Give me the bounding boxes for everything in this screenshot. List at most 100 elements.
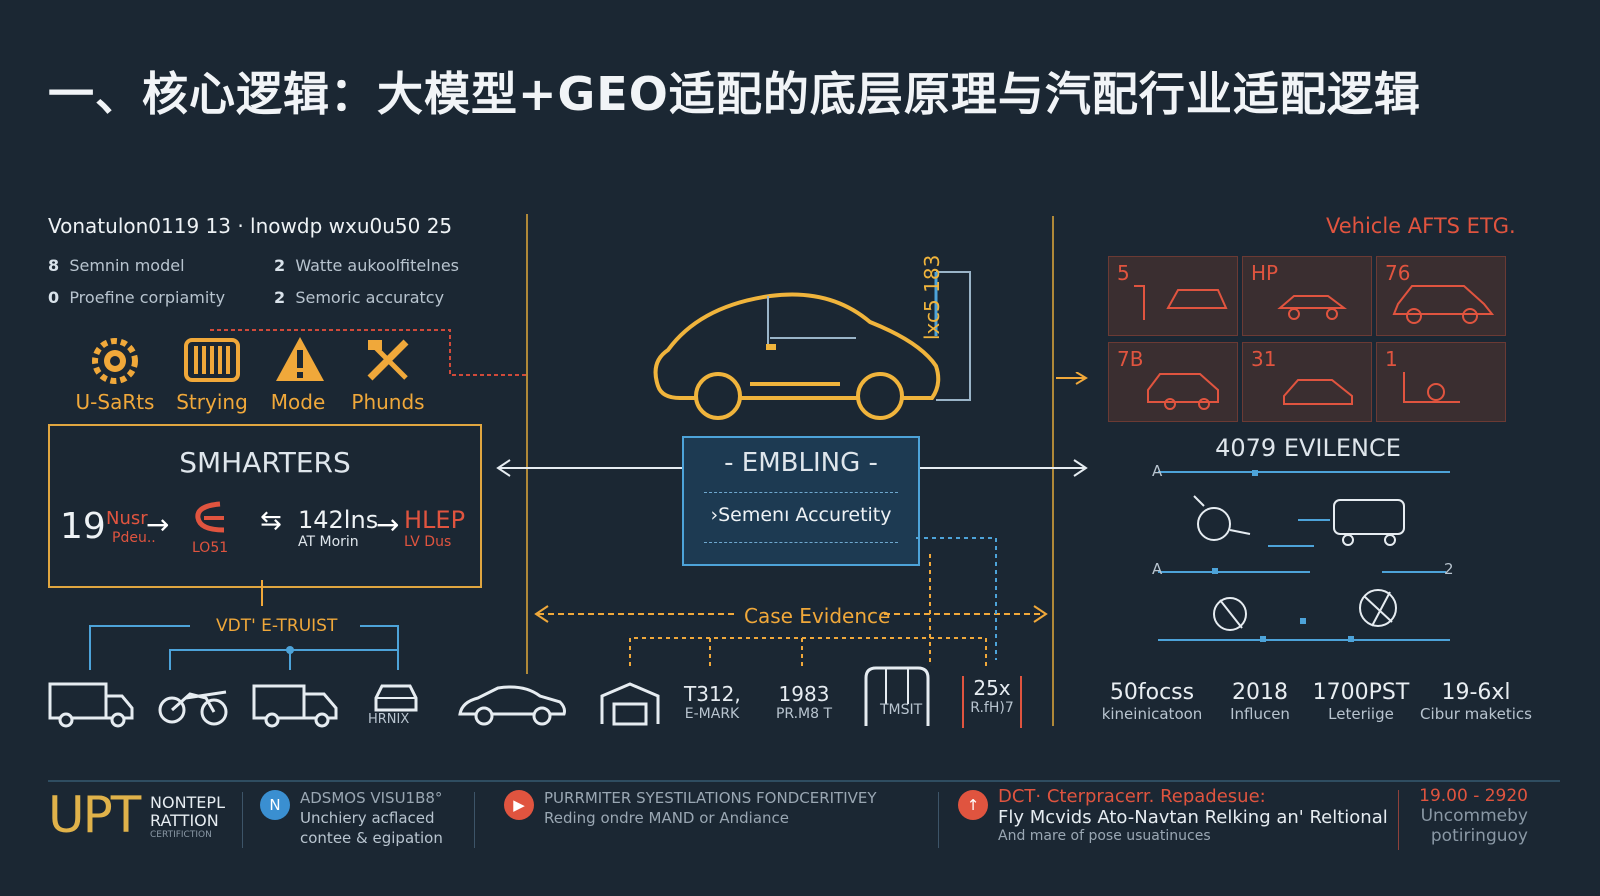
item-text: Proefine corpiamity [69,288,226,307]
flow-small-1: HLEP [404,506,466,534]
grid-cell-6: 1 [1376,342,1506,422]
case-evidence-label: Case Evidence [744,604,891,628]
divider-left [526,214,528,674]
stat-num: 19-6xl [1441,680,1511,705]
info-icon: N [260,790,290,820]
flow-step-3: 142lns AT Morin [298,506,378,550]
axis-label-2: 2 [1444,560,1454,578]
van-icon [252,684,338,728]
cabinet-label: TMSIT [880,702,923,718]
page-title: 一、核心逻辑：大模型+GEO适配的底层原理与汽配行业适配逻辑 [48,67,1421,121]
flow-small: AT Morin [298,534,359,550]
dash-line [704,542,898,543]
car-outline-icon [653,271,971,420]
grid-cell-num: 5 [1117,261,1130,285]
embedding-subtitle: ›Semenı Accuretity [710,504,892,526]
right-stat-3: 1700PST Leteriige [1306,680,1416,723]
arrows-left-right [496,372,1088,477]
flow-big: 142lns [298,506,379,534]
flow-big: 19 [60,506,106,547]
case-evidence-connectors [534,537,1048,666]
item-text: Semnin model [69,256,185,275]
lost-icon [195,501,225,533]
bottom-stat-4: 25x R.fH)7 [962,676,1022,728]
right-stat-2: 2018 Influcen [1218,680,1302,723]
footer-block-title: ADSMOS VISU1B8° [300,789,443,807]
footer-block-title: DCT· Cterpracerr. Repadesue: [998,786,1266,807]
bottom-stat-2: 1983 PR.M8 T [774,682,834,722]
garage-icon [600,682,660,726]
grid-cell-num: 76 [1385,261,1411,285]
logo-text: NONTEPL RATTION CERTIFICTION [150,794,225,841]
grid-cell-num: 31 [1251,347,1277,371]
logo-line-3: CERTIFICTION [150,830,212,840]
stat-num: 50focss [1109,680,1195,705]
item-text: Semoric accuratcy [295,288,445,307]
stat-num: 1700PST [1312,680,1410,705]
footer-sep-4 [1398,790,1399,850]
grid-cell-num: 7B [1117,347,1144,371]
left-header: Vonatulon0119 13 · lnowdp wxu0u50 25 [48,214,453,238]
gear-icon [92,338,138,384]
footer-block-title: PURRMITER SYESTILATIONS FONDCERITIVEY [544,789,877,807]
car-dimension-label: lxc5 183 [920,254,944,340]
tools-icon [367,339,409,381]
right-stat-1: 50focss kineinicatoon [1096,680,1208,723]
left-item-4: 2 Semoric accuratcy [274,288,444,307]
footer-block-line: Reding ondre MAND or Andiance [544,809,789,827]
stat-top: 1983 [778,682,830,706]
flow-small-2: LV Dus [404,534,452,550]
bottom-stat-1: T312, E-MARK [684,682,741,722]
warning-icon [276,337,324,381]
arrow-right-icon: → [376,508,400,541]
trust-connectors [89,580,399,670]
stat-lbl: Cibur maketics [1420,705,1532,723]
arrow-right-icon: → [146,508,170,541]
flow-step-4: HLEP LV Dus [404,506,465,550]
grid-cell-5: 31 [1242,342,1372,422]
box-title: SMHARTERS [179,446,351,479]
embedding-title: - EMBLING - [724,448,878,478]
truck-icon [48,682,134,728]
grid-icon [184,338,240,382]
flow-small-1: Nusr [106,508,148,529]
flow-step-1: 19 Nusr Pdeu.. [60,506,156,547]
axis-label-a1: A [1152,462,1163,480]
axis-label-a2: A [1152,560,1163,578]
item-num: 2 [274,288,286,307]
trust-label: VDT' E-TRUIST [216,616,338,636]
grid-cell-3: 76 [1376,256,1506,336]
footer-logo: UPT NONTEPL RATTION CERTIFICTION [48,786,225,844]
left-item-1: 8 Semnin model [48,256,185,275]
stat-bot: R.fH)7 [970,700,1014,716]
vehicle-label: HRNIX [368,712,410,727]
stat-lbl: Influcen [1230,705,1290,723]
footer-block-line: Unchiery acflaced [300,809,435,827]
icon-connector [210,329,526,376]
dash-line [704,492,898,493]
grid-cell-num: 1 [1385,347,1398,371]
flow-small-2: Pdeu.. [112,530,156,546]
footer-right-date: 19.00 - 2920 [1419,786,1528,806]
alert-icon: ↑ [958,790,988,820]
item-text: Watte aukoolfitelnes [295,256,460,275]
item-num: 8 [48,256,60,275]
right-header: Vehicle AFTS ETG. [1326,214,1516,238]
footer-block-line: And mare of pose usuatinuces [998,828,1211,844]
right-stat-4: 19-6xl Cibur maketics [1412,680,1540,723]
left-item-3: 0 Proefine corpiamity [48,288,225,307]
left-item-2: 2 Watte aukoolfitelnes [274,256,459,275]
divider-right [1052,216,1054,726]
car-front-icon [374,684,418,712]
arrow-split-icon: ⇆ [260,506,282,536]
icon-label-grid: Strying [176,390,248,414]
footer-block-line: Fly Mcvids Ato-Navtan Relking an' Reltio… [998,807,1388,828]
footer-block-line: contee & egipation [300,829,443,847]
play-icon: ▶ [504,790,534,820]
footer-block-1: ADSMOS VISU1B8° Unchiery acflaced contee… [300,788,443,848]
stat-top: T312, [684,682,741,706]
cabinet-icon [864,666,930,726]
item-num: 2 [274,256,286,275]
stat-lbl: Leteriige [1328,705,1394,723]
stat-num: 2018 [1232,680,1288,705]
